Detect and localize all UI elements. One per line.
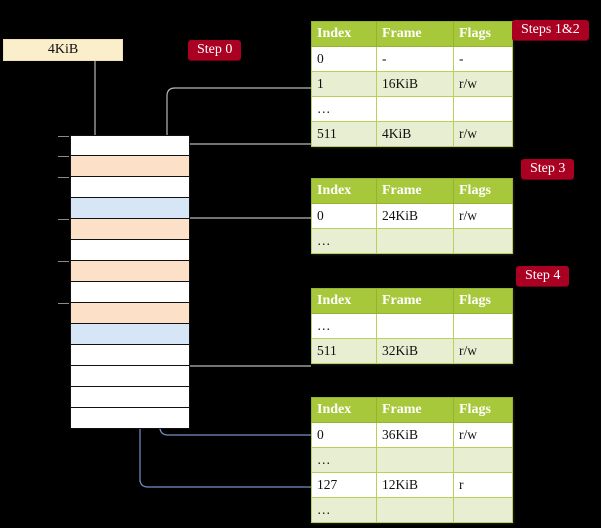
cell-flags: r/w	[453, 338, 513, 364]
column-header-index: Index	[311, 178, 377, 204]
column-header-frame: Frame	[376, 178, 454, 204]
frame-tick-mark	[58, 156, 69, 157]
cell-frame: 12KiB	[376, 472, 454, 498]
cell-flags	[453, 447, 513, 473]
cell-flags: r/w	[453, 203, 513, 229]
cell-frame	[376, 96, 454, 122]
memory-frame-row	[58, 156, 190, 177]
memory-frame-row	[70, 408, 190, 429]
cell-frame: -	[376, 46, 454, 72]
memory-frame-row	[70, 387, 190, 408]
frame-tick-mark	[58, 177, 69, 178]
cell-frame: 16KiB	[376, 71, 454, 97]
frame-tick-mark	[58, 261, 69, 262]
memory-frame-row	[70, 240, 190, 261]
badge-step-3: Step 3	[521, 159, 575, 179]
frame-tick-mark	[58, 303, 69, 304]
memory-frame-row	[70, 324, 190, 345]
memory-frame-row	[70, 366, 190, 387]
table-row: …	[311, 96, 513, 122]
cell-index: …	[311, 313, 377, 339]
cell-frame: 32KiB	[376, 338, 454, 364]
memory-frame-row	[70, 345, 190, 366]
memory-frame-row	[58, 177, 190, 198]
cell-index: 0	[311, 422, 377, 448]
cell-index: 0	[311, 203, 377, 229]
cell-frame: 24KiB	[376, 203, 454, 229]
cell-index: 1	[311, 71, 377, 97]
badge-step-0: Step 0	[188, 40, 242, 60]
column-header-frame: Frame	[376, 21, 454, 47]
memory-frame-row	[58, 219, 190, 240]
cell-index: 511	[311, 121, 377, 147]
frame-tick-mark	[58, 136, 69, 137]
cell-frame	[376, 313, 454, 339]
table-row: …	[311, 447, 513, 473]
cell-flags	[453, 96, 513, 122]
cell-index: 511	[311, 338, 377, 364]
cell-index: 0	[311, 46, 377, 72]
cell-index: …	[311, 497, 377, 523]
column-header-flags: Flags	[453, 21, 513, 47]
cell-flags: -	[453, 46, 513, 72]
column-header-frame: Frame	[376, 288, 454, 314]
table-row: …	[311, 497, 513, 523]
memory-frame-row	[70, 198, 190, 219]
column-header-flags: Flags	[453, 397, 513, 423]
cell-frame	[376, 497, 454, 523]
table-row: …	[311, 228, 513, 254]
memory-frame-row	[58, 135, 190, 156]
column-header-flags: Flags	[453, 178, 513, 204]
cell-flags: r/w	[453, 422, 513, 448]
frame-tick-mark	[58, 219, 69, 220]
cell-flags: r	[453, 472, 513, 498]
cell-index: 127	[311, 472, 377, 498]
virtual-address-box: 4KiB	[3, 39, 123, 61]
badge-step-4: Step 4	[516, 266, 570, 286]
memory-frame-row	[70, 282, 190, 303]
cell-index: …	[311, 228, 377, 254]
cell-flags	[453, 228, 513, 254]
cell-flags: r/w	[453, 121, 513, 147]
column-header-flags: Flags	[453, 288, 513, 314]
memory-frame-row	[58, 261, 190, 282]
table-row: …	[311, 313, 513, 339]
column-header-index: Index	[311, 397, 377, 423]
cell-frame	[376, 447, 454, 473]
cell-flags	[453, 497, 513, 523]
table-row: 0--	[311, 46, 513, 72]
cell-index: …	[311, 96, 377, 122]
column-header-frame: Frame	[376, 397, 454, 423]
memory-frame-row	[58, 303, 190, 324]
badge-steps-1-2: Steps 1&2	[512, 20, 589, 40]
cell-flags	[453, 313, 513, 339]
cell-frame	[376, 228, 454, 254]
cell-index: …	[311, 447, 377, 473]
cell-frame: 4KiB	[376, 121, 454, 147]
column-header-index: Index	[311, 21, 377, 47]
cell-flags: r/w	[453, 71, 513, 97]
cell-frame: 36KiB	[376, 422, 454, 448]
column-header-index: Index	[311, 288, 377, 314]
physical-memory-column	[58, 135, 190, 429]
